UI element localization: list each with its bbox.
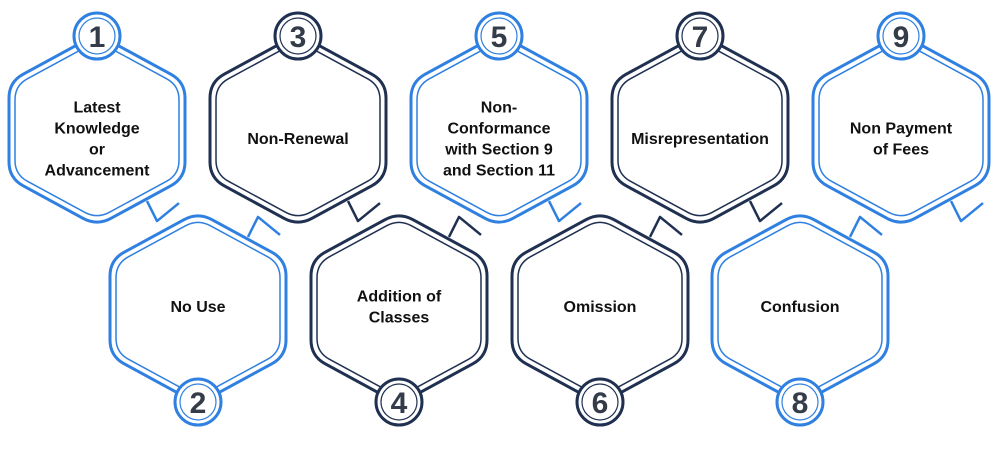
- number-badge: [675, 11, 725, 61]
- item-number: 5: [491, 21, 508, 54]
- hexagon-inner-outline: [617, 43, 783, 217]
- hexagon-inner-outline: [416, 43, 582, 217]
- item-label-line: or: [89, 142, 105, 159]
- item-label-line: and Section 11: [443, 163, 555, 180]
- number-badge-ring: [380, 383, 418, 421]
- number-badge: [173, 377, 223, 427]
- number-badge: [273, 11, 323, 61]
- number-badge: [876, 11, 926, 61]
- number-badge: [474, 11, 524, 61]
- hexagon-item-2: 2 No Use: [108, 214, 288, 427]
- item-label-line: Latest: [73, 100, 121, 117]
- item-number: 1: [89, 21, 106, 54]
- hexagon-inner-outline: [14, 43, 180, 217]
- hexagon-outer-outline: [610, 36, 790, 224]
- speech-tail: [346, 200, 381, 223]
- hexagon-outer-outline: [7, 36, 187, 224]
- number-badge-ring: [781, 383, 819, 421]
- item-number: 8: [792, 387, 809, 420]
- speech-tail: [748, 200, 783, 223]
- item-number: 2: [190, 387, 207, 420]
- hexagon-outer-outline: [208, 36, 388, 224]
- item-label-line: Addition of: [357, 289, 442, 306]
- number-badge-ring: [179, 383, 217, 421]
- item-label-line: Non-: [481, 100, 517, 117]
- item-label-line: of Fees: [873, 142, 929, 159]
- item-label-line: Advancement: [45, 163, 151, 180]
- hexagon-inner-outline: [818, 43, 984, 217]
- number-badge-ring: [681, 17, 719, 55]
- number-badge: [775, 377, 825, 427]
- item-label-line: Knowledge: [54, 121, 139, 138]
- number-badge-ring: [78, 17, 116, 55]
- speech-tail: [447, 215, 482, 238]
- hexagon-inner-outline: [215, 43, 381, 217]
- number-badge: [72, 11, 122, 61]
- number-badge-ring: [480, 17, 518, 55]
- number-badge-ring: [581, 383, 619, 421]
- hexagon-item-4: 4 Addition of Classes: [309, 214, 489, 427]
- item-label-line: Non Payment: [850, 121, 953, 138]
- hexagon-outer-outline: [309, 214, 489, 402]
- speech-tail: [246, 215, 281, 238]
- hexagon-item-8: 8 Confusion: [710, 214, 890, 427]
- hexagon-outer-outline: [409, 36, 589, 224]
- number-badge-ring: [279, 17, 317, 55]
- item-label-line: Classes: [369, 310, 430, 327]
- item-number: 6: [592, 387, 609, 420]
- item-number: 7: [692, 21, 709, 54]
- speech-tail: [949, 200, 984, 223]
- item-label-line: Non-Renewal: [247, 131, 348, 148]
- item-label-line: Conformance: [447, 121, 550, 138]
- speech-tail: [145, 200, 180, 223]
- item-number: 4: [391, 387, 408, 420]
- item-label-line: Confusion: [760, 299, 839, 316]
- number-badge: [374, 377, 424, 427]
- hexagon-item-6: 6 Omission: [510, 214, 690, 427]
- item-number: 9: [893, 21, 910, 54]
- hexagon-outer-outline: [811, 36, 991, 224]
- speech-tail: [547, 200, 582, 223]
- item-label-line: with Section 9: [444, 142, 553, 159]
- item-number: 3: [290, 21, 307, 54]
- number-badge: [575, 377, 625, 427]
- speech-tail: [848, 215, 883, 238]
- item-label-line: Omission: [564, 299, 637, 316]
- number-badge-ring: [882, 17, 920, 55]
- item-label-line: Misrepresentation: [631, 131, 769, 148]
- item-label-line: No Use: [170, 299, 225, 316]
- speech-tail: [648, 215, 683, 238]
